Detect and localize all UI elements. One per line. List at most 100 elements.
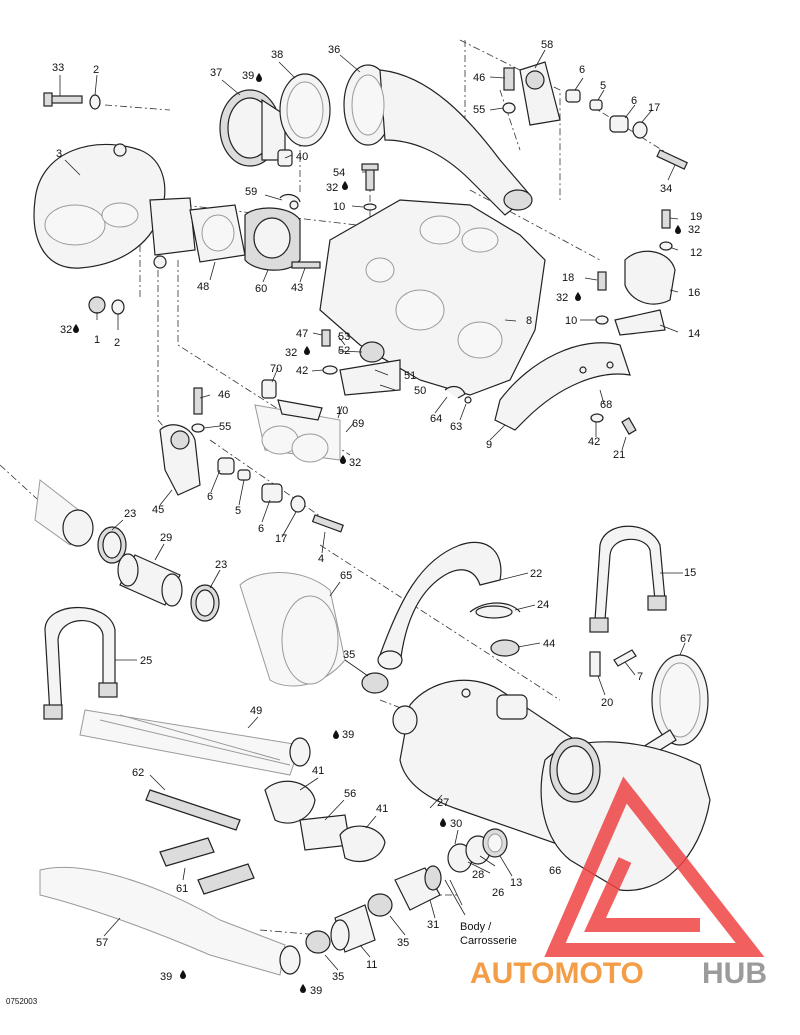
callout-11: 11 (366, 959, 377, 971)
callout-39: 39 (160, 971, 172, 983)
hose-41-a (264, 780, 316, 824)
watermark-triangle-inner (584, 857, 700, 932)
callout-19: 19 (690, 211, 702, 223)
callout-32: 32 (349, 457, 361, 469)
hoses-49 (79, 709, 311, 776)
callout-39: 39 (242, 70, 254, 82)
callout-32: 32 (326, 182, 338, 194)
callout-64: 64 (430, 413, 442, 425)
clamp-23-a (97, 526, 127, 564)
flange-60 (244, 207, 301, 271)
callout-32: 32 (60, 324, 72, 336)
callout-17: 17 (275, 533, 287, 545)
callout-68: 68 (600, 399, 612, 411)
body-note-line-2: Carrosserie (460, 935, 517, 947)
sealant-drop-icons (73, 73, 681, 993)
callout-32: 32 (285, 347, 297, 359)
callout-18: 18 (562, 272, 574, 284)
gasket-38 (279, 73, 331, 147)
nut-1 (88, 296, 125, 315)
callout-53: 53 (338, 331, 350, 343)
seal-rings (447, 828, 508, 873)
watermark-brand-part1: AUTOMOTO (470, 957, 644, 990)
clamp-35-bottom (305, 930, 331, 954)
bracket-20 (589, 649, 637, 677)
callout-59: 59 (245, 186, 257, 198)
callout-46: 46 (473, 72, 485, 84)
callout-10: 10 (333, 201, 345, 213)
bushing-set-lower (217, 457, 344, 533)
callout-40: 40 (296, 151, 308, 163)
callout-6: 6 (207, 491, 213, 503)
muffler-65 (239, 572, 346, 687)
pipe-57 (39, 867, 301, 976)
callout-46: 46 (218, 389, 230, 401)
callout-33: 33 (52, 62, 64, 74)
callout-47: 47 (296, 328, 308, 340)
callout-27: 27 (437, 797, 449, 809)
callout-6: 6 (579, 64, 585, 76)
gasket-48 (189, 204, 246, 263)
callout-28: 28 (472, 869, 484, 881)
callout-38: 38 (271, 49, 283, 61)
callout-35: 35 (343, 649, 355, 661)
callout-labels: 1 2 2 3 4 5 5 6 6 6 6 7 8 9 10 10 10 11 … (52, 39, 702, 997)
bolt-33 (43, 92, 101, 110)
callout-9: 9 (486, 439, 492, 451)
heat-shield-9 (494, 342, 631, 431)
callout-3: 3 (56, 148, 62, 160)
body-note: Body / Carrosserie (444, 879, 517, 947)
hose-41-b (339, 825, 386, 863)
elbow-pipe-36 (343, 64, 533, 216)
callout-7: 7 (637, 671, 643, 683)
callout-42: 42 (588, 436, 600, 448)
clip-64 (444, 385, 472, 404)
callout-6: 6 (258, 523, 264, 535)
callout-61: 61 (176, 883, 188, 895)
leader-lines (59, 49, 686, 971)
exhaust-stub-left (34, 479, 94, 547)
callout-10: 10 (565, 315, 577, 327)
callout-39: 39 (310, 985, 322, 997)
callout-23: 23 (124, 508, 136, 520)
strap-15 (589, 525, 667, 633)
clamp-44 (490, 639, 520, 657)
callout-70: 70 (270, 363, 282, 375)
callout-50: 50 (414, 385, 426, 397)
clip-59 (279, 193, 301, 210)
bolt-21 (590, 413, 637, 435)
callout-41: 41 (376, 803, 388, 815)
bracket-58 (502, 61, 561, 126)
callout-1: 1 (94, 334, 100, 346)
drawing-code: 0752003 (6, 997, 38, 1006)
callout-20: 20 (601, 697, 613, 709)
callout-35: 35 (332, 971, 344, 983)
pads-61 (159, 837, 255, 895)
callout-23: 23 (215, 559, 227, 571)
callout-57: 57 (96, 937, 108, 949)
callout-13: 13 (510, 877, 522, 889)
callout-43: 43 (291, 282, 303, 294)
callout-44: 44 (543, 638, 555, 650)
engine-8 (319, 199, 546, 396)
callout-66: 66 (549, 865, 561, 877)
callout-39: 39 (342, 729, 354, 741)
callout-34: 34 (660, 183, 672, 195)
callout-51: 51 (404, 370, 416, 382)
callout-49: 49 (250, 705, 262, 717)
watermark-brand-part2: HUB (702, 957, 767, 990)
callout-17: 17 (648, 102, 660, 114)
callout-55: 55 (219, 421, 231, 433)
manifold-cover (33, 143, 196, 269)
callout-26: 26 (492, 887, 504, 899)
adapter-37 (219, 89, 286, 167)
carburetor-rack (254, 379, 341, 463)
callout-54: 54 (333, 167, 345, 179)
callout-56: 56 (344, 788, 356, 800)
callout-22: 22 (530, 568, 542, 580)
callout-4: 4 (318, 553, 324, 565)
callout-45: 45 (152, 504, 164, 516)
callout-21: 21 (613, 449, 625, 461)
callout-6: 6 (631, 95, 637, 107)
callout-62: 62 (132, 767, 144, 779)
